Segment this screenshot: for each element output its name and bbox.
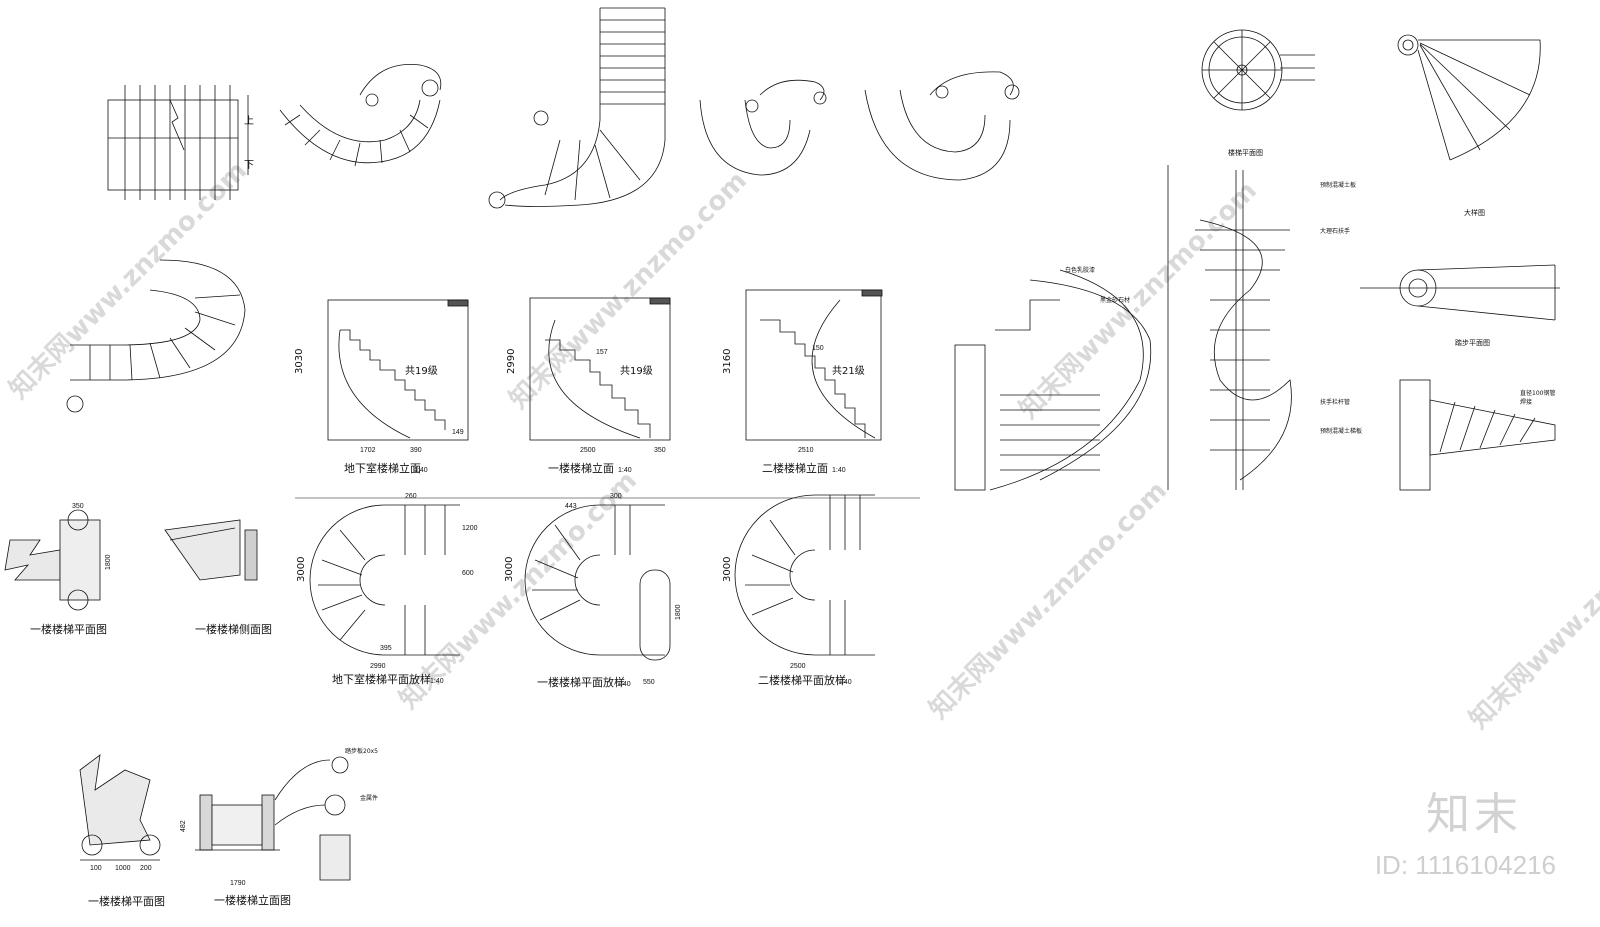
floor2-rise: 150 [812,345,824,352]
floor1-rise: 157 [596,349,608,356]
basement-plan-layout [309,504,460,656]
rail-b-dim: 100 [90,865,102,872]
note-granite: 黑金砂石材 [1100,296,1130,304]
watermark-stamp: 知末网www.znzmo.com [1014,176,1263,425]
floor1-width: 2500 [580,447,596,454]
floor1-height: 2990 [506,349,517,374]
spiral-quarter-detail [1397,34,1541,161]
rail-g-dim: 482 [180,820,187,832]
rail-plan-b-caption: 一楼楼梯平面图 [88,894,165,908]
floor2-width: 2510 [798,447,814,454]
watermark-stamp: 知末网www.znzmo.com [1464,486,1600,735]
rail-side-caption: 一楼楼梯侧面图 [195,622,272,636]
plan-b-width: 2990 [370,663,386,670]
basement-elev-caption: 地下室楼梯立面 [344,461,421,475]
note-latex: 白色乳胶漆 [1065,266,1095,274]
basement-steps-label: 共19级 [405,365,438,377]
tread-443: 443 [565,503,577,510]
note-precast: 预制混凝土板 [1320,181,1356,189]
plan-1-w: 550 [643,679,655,686]
basement-plan-caption: 地下室楼梯平面放样 [332,672,431,686]
floor1-elev-caption: 一楼楼梯立面 [548,461,614,475]
spiral-section [954,269,1152,491]
floor2-elevation [745,289,883,441]
basement-w2: 390 [410,447,422,454]
rail-elevation-detail [195,756,351,881]
rail-a-dim: 350 [72,503,84,510]
rail-elev-caption: 一楼楼梯立面图 [214,893,291,907]
floor2-steps-label: 共21级 [832,365,865,377]
tread-395: 395 [380,645,392,652]
note-tread-plate: 踏步板20x5 [345,747,378,755]
down-mark: 下 [244,160,254,171]
tread-300: 300 [610,493,622,500]
rail-side-detail [164,519,258,581]
curved-stair-plan-c [864,71,1020,181]
plan-2-width: 2500 [790,663,806,670]
basement-elevation [327,299,469,441]
plan-b-mid: 600 [462,570,474,577]
watermark-stamp: 知末网www.znzmo.com [924,476,1173,725]
floor2-plan-layout [734,494,875,656]
floor2-elev-caption: 二楼楼梯立面 [762,461,828,475]
note-rail-pipe: 扶手栏杆管 [1320,398,1350,406]
j-stair-plan [488,7,666,209]
floor1-w2: 350 [654,447,666,454]
watermark-stamps: 知末网www.znzmo.com 知末网www.znzmo.com 知末网www… [4,156,1600,735]
curved-stair-plan-b [699,79,827,176]
rail-e-dim: 200 [140,865,152,872]
rail-plan-a-caption: 一楼楼梯平面图 [30,622,107,636]
detail-caption: 大样图 [1464,208,1485,217]
basement-height: 3030 [294,349,305,374]
watermark-stamp: 知末网www.znzmo.com [4,156,253,405]
note-pipe: 直径100钢管 [1520,389,1555,397]
rail-d-dim: 1000 [115,865,131,872]
rail-c-dim: 1800 [105,554,112,570]
basement-rise: 149 [452,429,464,436]
step-plan-caption: 踏步平面图 [1455,338,1490,347]
floor2-plan-caption: 二楼楼梯平面放样 [758,673,846,687]
brand-watermark: 知末 [1426,789,1522,840]
plan-2-height: 3000 [722,557,733,582]
spiral-step-plan [1360,264,1560,321]
rail-f-dim: 1790 [230,880,246,887]
note-precast-slab: 预制混凝土梯板 [1320,427,1362,435]
floor1-elevation [529,297,671,441]
scale-label: 1:40 [838,679,852,686]
rail-plan-b-detail [79,754,161,861]
floor1-steps-label: 共19级 [620,365,653,377]
scale-label: 1:40 [430,678,444,685]
step-section-detail [1399,379,1556,491]
scale-label: 1:40 [618,467,632,474]
note-marble: 大理石扶手 [1320,227,1350,235]
brand-id-watermark: ID: 1116104216 [1374,850,1556,880]
scale-label: 1:40 [832,467,846,474]
spiral-elevation [1167,165,1292,490]
spiral-stair-plan [1201,29,1315,111]
note-metal: 金属件 [360,794,378,802]
floor1-plan-layout [524,504,671,661]
watermark-stamp: 知末网www.znzmo.com [504,166,753,415]
scale-label: 1:40 [617,681,631,688]
plan-b-radius: 1200 [462,525,478,532]
spiral-plan-caption: 楼梯平面图 [1228,148,1263,157]
plan-b-height: 3000 [296,557,307,582]
floor1-plan-caption: 一楼楼梯平面放样 [537,675,625,689]
note-weld: 焊接 [1520,398,1532,406]
plan-1-height: 3000 [504,557,515,582]
straight-stair-plan [107,85,249,200]
plan-1-mid: 1800 [675,604,682,620]
floor2-height: 3160 [722,349,733,374]
up-mark: 上 [244,115,254,127]
rail-plan-a-detail [4,509,101,611]
curved-stair-plan-a [279,63,442,167]
basement-w1: 1702 [360,447,376,454]
curved-stair-plan-d [66,259,246,413]
tread-260: 260 [405,493,417,500]
scale-label: 1:40 [414,467,428,474]
